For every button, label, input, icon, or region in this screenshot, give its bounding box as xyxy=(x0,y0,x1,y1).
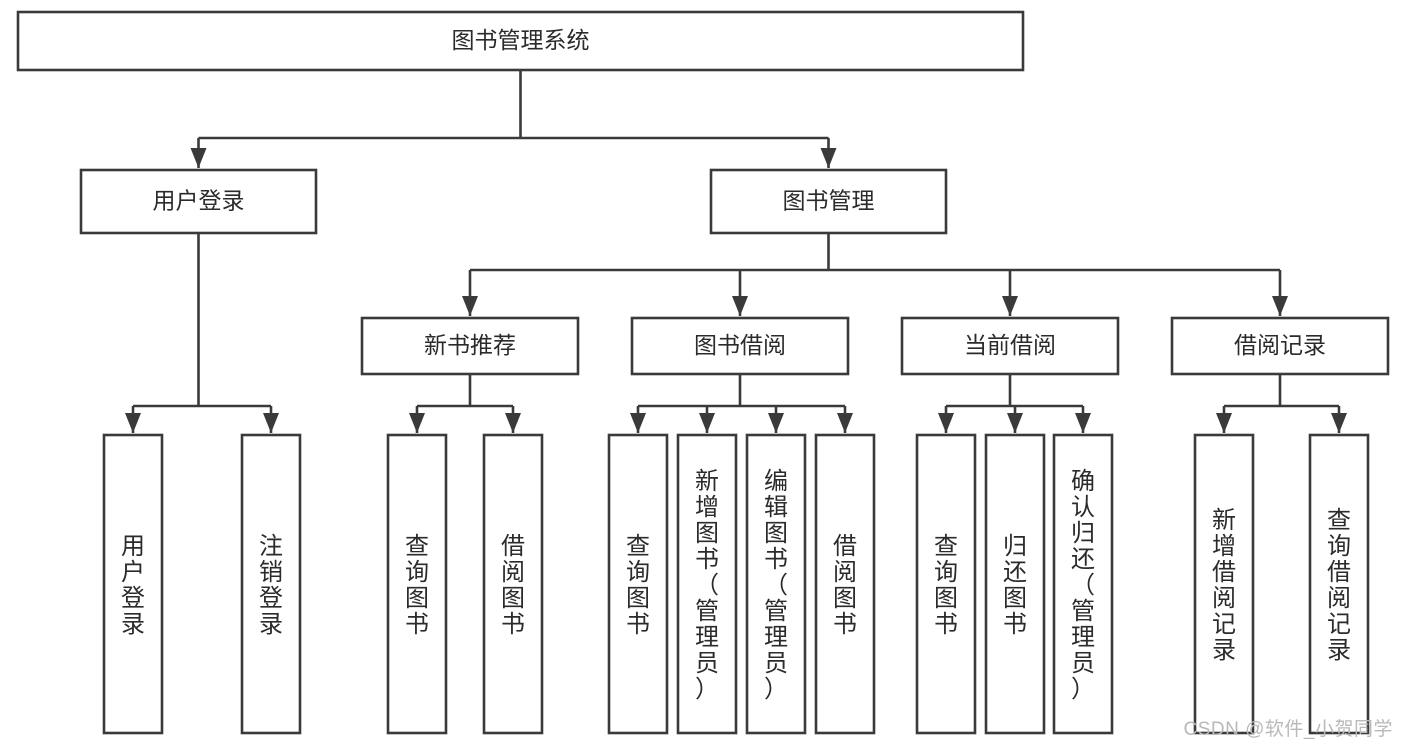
node-label: 图书借阅 xyxy=(694,332,786,358)
node-rect xyxy=(1052,433,1114,735)
arrow-head-icon xyxy=(1007,413,1023,433)
node-label: 新增借阅记录 xyxy=(1212,507,1236,664)
node-book-management[interactable]: 图书管理 xyxy=(709,168,948,235)
arrow-head-icon xyxy=(190,148,207,168)
node-leaf-return-book[interactable]: 归还图书 xyxy=(984,433,1046,735)
node-borrow-record[interactable]: 借阅记录 xyxy=(1170,316,1390,376)
node-book-borrow[interactable]: 图书借阅 xyxy=(630,316,850,376)
arrow-head-icon xyxy=(1216,413,1232,433)
connector-layer xyxy=(125,70,1347,433)
node-label: 用户登录 xyxy=(153,188,245,214)
node-label: 确认归还（管理员） xyxy=(1071,468,1095,703)
node-rect xyxy=(386,433,448,735)
arrow-head-icon xyxy=(1002,296,1018,316)
node-leaf-query-record[interactable]: 查询借阅记录 xyxy=(1308,433,1370,735)
arrow-head-icon xyxy=(125,413,141,433)
node-label: 借阅图书 xyxy=(833,533,857,638)
node-rect xyxy=(1308,433,1370,735)
node-leaf-borrow-book-rec[interactable]: 借阅图书 xyxy=(482,433,544,735)
node-label: 查询图书 xyxy=(405,533,429,638)
node-label: 注销登录 xyxy=(259,533,283,638)
node-root-system[interactable]: 图书管理系统 xyxy=(16,10,1025,72)
node-label: 用户登录 xyxy=(121,533,145,638)
node-rect xyxy=(360,316,580,376)
node-rect xyxy=(709,168,948,235)
node-leaf-add-record[interactable]: 新增借阅记录 xyxy=(1193,433,1255,735)
arrow-head-icon xyxy=(837,413,853,433)
node-label: 借阅记录 xyxy=(1234,332,1326,358)
arrow-head-icon xyxy=(505,413,521,433)
arrow-head-icon xyxy=(1331,413,1347,433)
node-rect xyxy=(814,433,876,735)
node-rect xyxy=(745,433,807,735)
node-leaf-user-login[interactable]: 用户登录 xyxy=(102,433,164,735)
arrow-head-icon xyxy=(630,413,646,433)
node-rect xyxy=(984,433,1046,735)
node-rect xyxy=(79,168,318,235)
node-leaf-query-book-cur[interactable]: 查询图书 xyxy=(915,433,977,735)
node-rect xyxy=(676,433,738,735)
node-rect xyxy=(607,433,669,735)
arrow-head-icon xyxy=(263,413,279,433)
node-rect xyxy=(102,433,164,735)
node-label: 查询图书 xyxy=(626,533,650,638)
node-leaf-query-book-bor[interactable]: 查询图书 xyxy=(607,433,669,735)
arrow-head-icon xyxy=(938,413,954,433)
node-rect xyxy=(900,316,1120,376)
node-leaf-confirm-return[interactable]: 确认归还（管理员） xyxy=(1052,433,1114,735)
node-rect xyxy=(1193,433,1255,735)
node-label: 借阅图书 xyxy=(501,533,525,638)
node-leaf-borrow-book-bor[interactable]: 借阅图书 xyxy=(814,433,876,735)
node-label: 新书推荐 xyxy=(424,332,516,358)
arrow-head-icon xyxy=(768,413,784,433)
node-leaf-add-book[interactable]: 新增图书（管理员） xyxy=(676,433,738,735)
node-user-login[interactable]: 用户登录 xyxy=(79,168,318,235)
csdn-watermark: CSDN @软件_小贺同学 xyxy=(1183,719,1393,740)
arrow-head-icon xyxy=(820,148,837,168)
node-label: 编辑图书（管理员） xyxy=(764,468,788,703)
node-leaf-edit-book[interactable]: 编辑图书（管理员） xyxy=(745,433,807,735)
arrow-head-icon xyxy=(409,413,425,433)
node-leaf-logout[interactable]: 注销登录 xyxy=(240,433,302,735)
node-rect xyxy=(915,433,977,735)
node-current-borrow[interactable]: 当前借阅 xyxy=(900,316,1120,376)
arrow-head-icon xyxy=(462,296,478,316)
arrow-head-icon xyxy=(1272,296,1288,316)
node-label: 图书管理 xyxy=(783,188,875,214)
arrow-head-icon xyxy=(732,296,748,316)
node-rect xyxy=(1170,316,1390,376)
node-label: 归还图书 xyxy=(1003,533,1027,638)
node-new-book-recommend[interactable]: 新书推荐 xyxy=(360,316,580,376)
node-rect xyxy=(482,433,544,735)
node-rect xyxy=(16,10,1025,72)
node-rect xyxy=(630,316,850,376)
node-label: 新增图书（管理员） xyxy=(695,468,719,703)
node-leaf-query-book-rec[interactable]: 查询图书 xyxy=(386,433,448,735)
node-label: 当前借阅 xyxy=(964,332,1056,358)
node-label: 查询借阅记录 xyxy=(1327,507,1351,664)
arrow-head-icon xyxy=(699,413,715,433)
node-rect xyxy=(240,433,302,735)
node-label: 图书管理系统 xyxy=(452,27,590,53)
node-label: 查询图书 xyxy=(934,533,958,638)
arrow-head-icon xyxy=(1075,413,1091,433)
node-layer: 图书管理系统用户登录图书管理新书推荐图书借阅当前借阅借阅记录用户登录注销登录查询… xyxy=(16,10,1390,735)
